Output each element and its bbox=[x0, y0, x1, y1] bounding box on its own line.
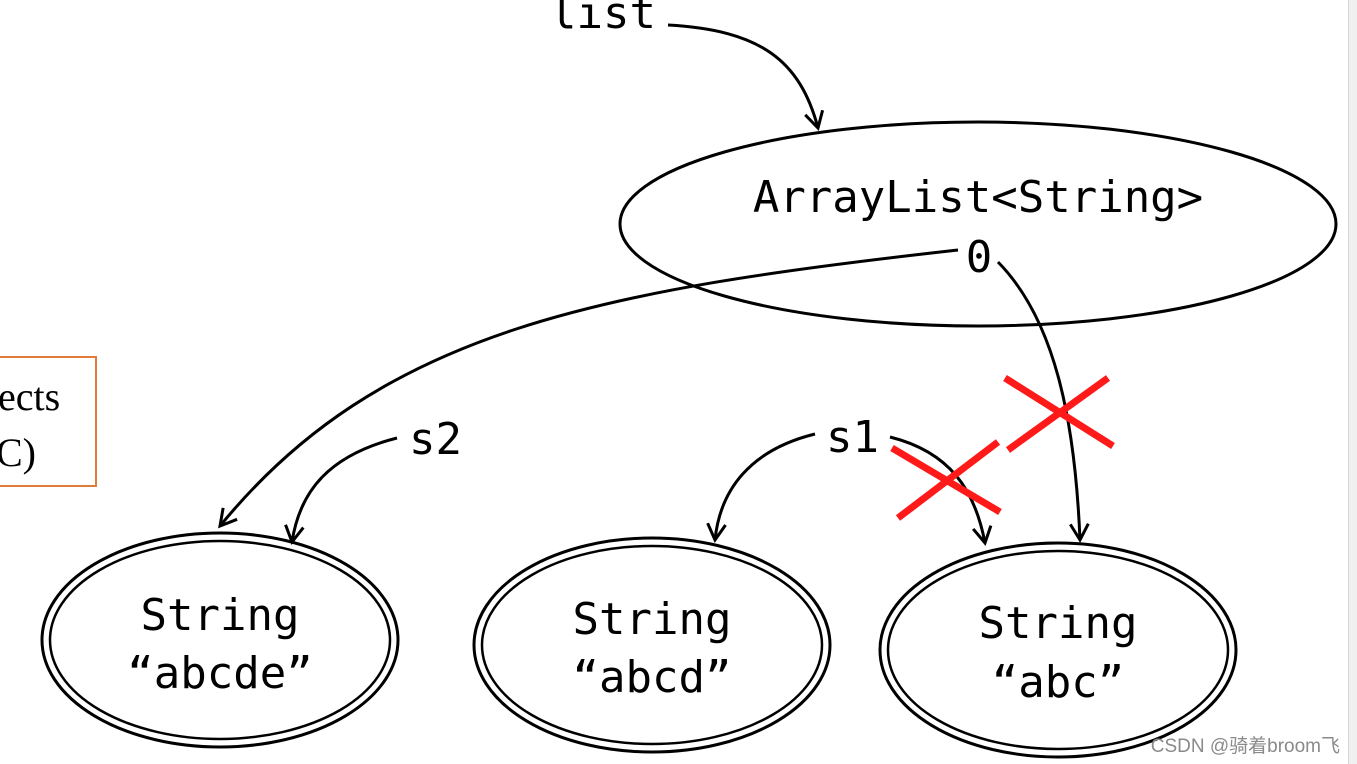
vertical-scrollbar[interactable] bbox=[1348, 0, 1357, 764]
watermark-text: CSDN @骑着broom飞 bbox=[1151, 735, 1340, 757]
string-value-label: “abc” bbox=[992, 657, 1124, 708]
arrow-list-to-arraylist bbox=[667, 23, 825, 131]
arraylist-node: ArrayList<String> 0 bbox=[618, 120, 1338, 328]
arrow-s2-to-abcde bbox=[284, 436, 398, 546]
arrow-s1-to-abcd bbox=[706, 432, 816, 544]
arraylist-label: ArrayList<String> bbox=[753, 172, 1203, 223]
cross-mark-index-reference bbox=[1003, 375, 1115, 453]
side-note-line1: ects bbox=[0, 374, 60, 419]
string-value-label: “abcde” bbox=[127, 648, 312, 699]
s2-variable-label: s2 bbox=[409, 414, 462, 465]
arrow-index-to-abcde bbox=[218, 248, 959, 529]
index-zero-label: 0 bbox=[966, 232, 993, 283]
string-node-abcd: String “abcd” bbox=[472, 536, 832, 754]
string-node-abc: String “abc” bbox=[878, 541, 1238, 759]
side-note-line2: C) bbox=[0, 430, 36, 475]
cross-mark-s1-reference bbox=[890, 439, 1002, 521]
string-value-label: “abcd” bbox=[573, 652, 732, 703]
string-type-label: String bbox=[141, 590, 300, 641]
string-type-label: String bbox=[979, 598, 1138, 649]
string-type-label: String bbox=[573, 594, 732, 645]
string-node-abcde: String “abcde” bbox=[40, 531, 400, 749]
side-note-box: ects C) bbox=[0, 356, 97, 487]
arrow-index-to-abc bbox=[996, 260, 1090, 544]
list-variable-label: list bbox=[550, 0, 656, 39]
s1-variable-label: s1 bbox=[826, 412, 879, 463]
